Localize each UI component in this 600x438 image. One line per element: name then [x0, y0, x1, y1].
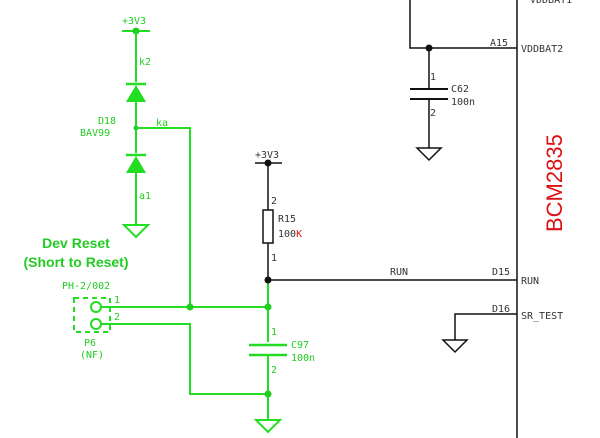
bcm2835-chip: BCM2835 D15 RUN D16 SR_TEST: [492, 0, 567, 438]
d18-lower-diode-icon: [126, 156, 146, 173]
d18-pin-a1: a1: [139, 191, 151, 202]
vddbat2-wire: [409, 0, 517, 49]
r15-pin1: 1: [271, 253, 277, 264]
c62-pin1: 1: [430, 72, 436, 83]
pin-d15-number: D15: [492, 267, 510, 278]
dev-reset-title: Dev Reset: [42, 235, 110, 251]
junction-ground: [264, 390, 272, 398]
d18-ground-icon: [121, 224, 151, 239]
chip-name: BCM2835: [542, 134, 567, 232]
sr-test-circuit: [441, 313, 517, 354]
r15-value: 100K: [278, 229, 302, 240]
d18-power-label: +3V3: [122, 16, 146, 27]
reset-circuit: 1 2 C97 100n 1 2 PH-2/002 P6 (NF) Dev Re…: [24, 235, 315, 434]
p6-pin2-pad: [90, 318, 102, 330]
d18-circuit: +3V3 k2 ka a1 D18 BAV99: [80, 16, 191, 307]
pin-a15-name: VDDBAT2: [521, 44, 563, 55]
junction-ka: [186, 303, 194, 311]
r15-circuit: +3V3 2 1 R15 100K RUN: [255, 150, 517, 281]
p6-pin1-pad: [90, 301, 102, 313]
clipped-pin-name: VDDBAT1: [530, 0, 572, 6]
d18-pin-k2: k2: [139, 57, 151, 68]
d18-upper-diode-icon: [126, 85, 146, 102]
p6-pin2: 2: [114, 312, 120, 323]
r15-ref: R15: [278, 214, 296, 225]
p6-ref: P6: [84, 338, 96, 349]
p6-part: PH-2/002: [62, 281, 110, 292]
c62-pin2: 2: [430, 108, 436, 119]
sr-test-wire: [454, 313, 517, 340]
d18-part: BAV99: [80, 128, 110, 139]
pin-d16-name: SR_TEST: [521, 311, 563, 322]
r15-power-label: +3V3: [255, 150, 279, 161]
dev-reset-subtitle: (Short to Reset): [24, 254, 129, 270]
ka-wire: [136, 127, 191, 307]
c62-circuit: 1 2 C62 100n A15 VDDBAT2 VDDBAT1: [409, 0, 572, 162]
p6-pin1: 1: [114, 295, 120, 306]
r15-resistor-body: [262, 209, 274, 244]
c62-ground-icon: [415, 147, 443, 162]
d18-ref: D18: [98, 116, 116, 127]
pin-d15-name: RUN: [521, 276, 539, 287]
c97-pin2: 2: [271, 365, 277, 376]
p6-pin2-wire: [100, 323, 268, 395]
r15-pin2: 2: [271, 196, 277, 207]
c97-pin1: 1: [271, 327, 277, 338]
d18-pin-ka: ka: [156, 118, 168, 129]
junction-reset: [264, 303, 272, 311]
c97-ground-icon: [253, 419, 283, 434]
pin-d16-number: D16: [492, 304, 510, 315]
pin-a15-number: A15: [490, 38, 508, 49]
c62-ref: C62: [451, 84, 469, 95]
run-net-label: RUN: [390, 267, 408, 278]
p6-header-outline: [73, 297, 111, 333]
junction-run: [264, 276, 272, 284]
p6-note: (NF): [80, 350, 104, 361]
sr-test-ground-icon: [441, 339, 469, 354]
c97-value: 100n: [291, 353, 315, 364]
c62-value: 100n: [451, 97, 475, 108]
c97-ref: C97: [291, 340, 309, 351]
